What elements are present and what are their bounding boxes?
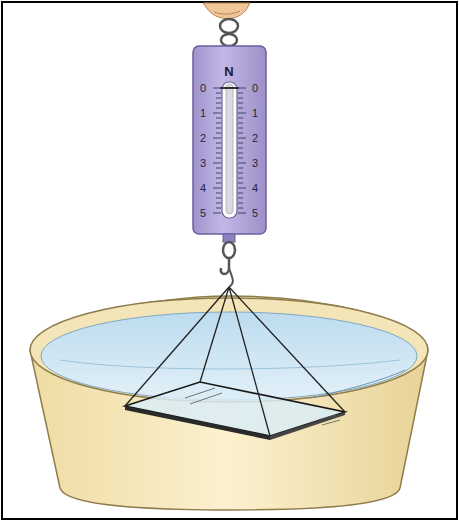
strings [125, 287, 345, 436]
scale-number: 3 [252, 157, 258, 169]
dish [30, 296, 428, 510]
unit-label: N [224, 65, 233, 79]
pointer [220, 87, 239, 89]
scale-number: 1 [252, 107, 258, 119]
scale-number: 2 [252, 132, 258, 144]
hand [203, 3, 250, 19]
spring-balance-body [193, 46, 266, 234]
scale-number: 0 [252, 82, 258, 94]
scale-tube [222, 82, 237, 218]
top-ring [220, 19, 238, 33]
scale-number: 4 [200, 182, 206, 194]
scale-number: 4 [252, 182, 258, 194]
scale-ticks [213, 88, 246, 213]
scale-number: 3 [200, 157, 206, 169]
glass-plate [125, 382, 345, 436]
scale-number: 5 [252, 207, 258, 219]
scale-number: 5 [200, 207, 206, 219]
scale-number: 0 [200, 82, 206, 94]
water [41, 312, 417, 400]
dish-rim [30, 298, 428, 402]
scale-number: 2 [200, 132, 206, 144]
scale-number: 1 [200, 107, 206, 119]
hook [221, 258, 229, 274]
